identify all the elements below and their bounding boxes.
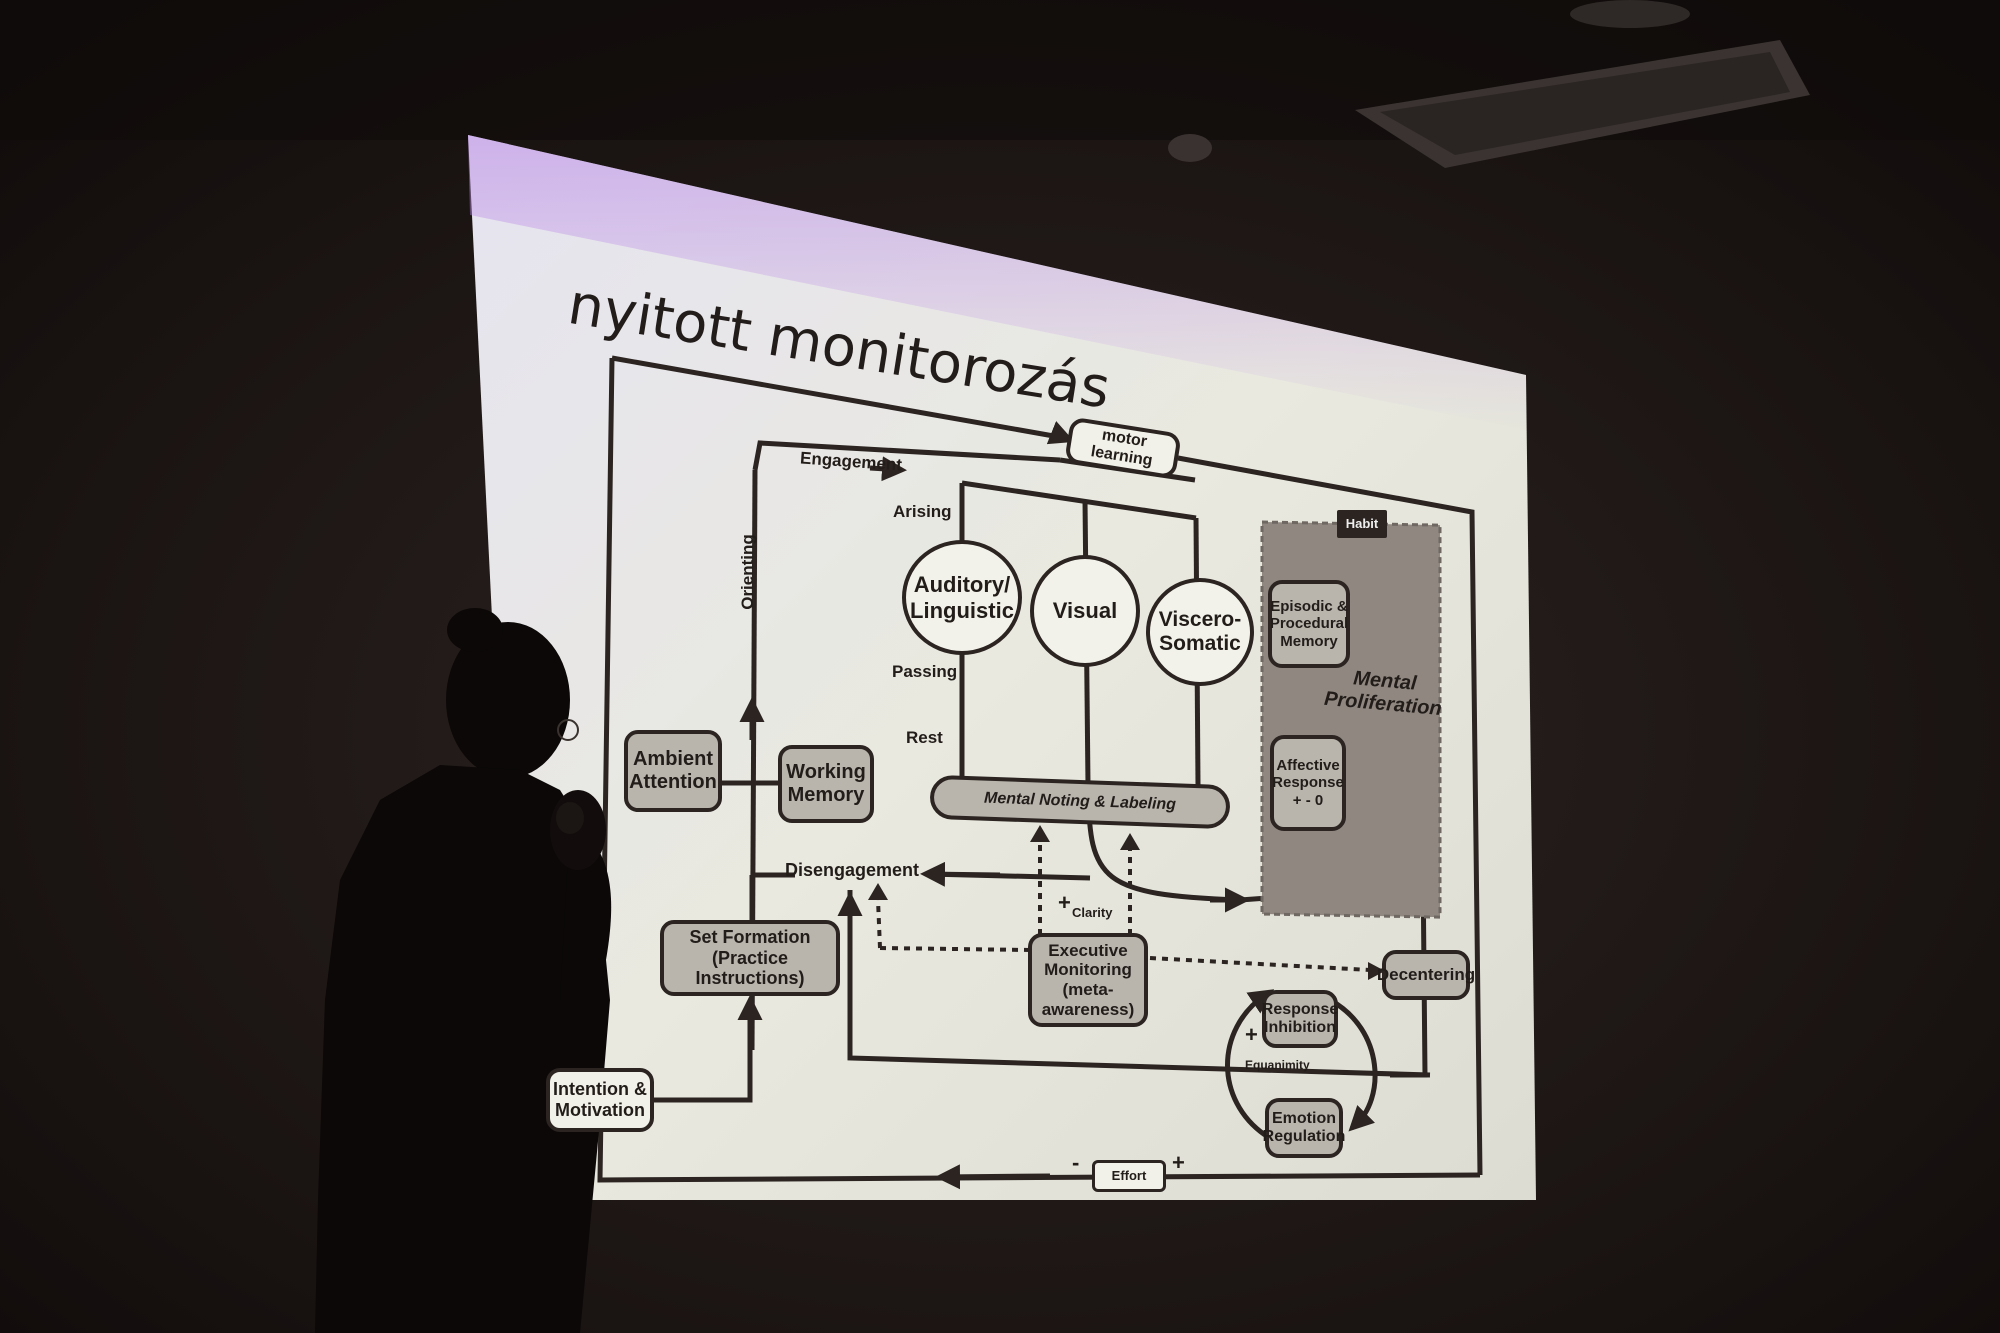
viscero-somatic-node: Viscero- Somatic — [1146, 578, 1254, 686]
decentering-node: Decentering — [1377, 950, 1475, 1000]
equanimity-plus-label: + — [1245, 1022, 1258, 1047]
diagram-connectors — [597, 355, 1483, 1190]
presenter-glasses — [557, 719, 579, 741]
effort-node: Effort — [1092, 1160, 1166, 1192]
response-inhibition-node: Response Inhibition — [1262, 990, 1338, 1048]
diagram-dotted-connectors — [876, 840, 1371, 972]
episodic-procedural-memory-node: Episodic & Procedural Memory — [1268, 580, 1350, 668]
presenter-silhouette — [315, 608, 612, 1333]
working-memory-node: Working Memory — [778, 745, 874, 823]
emotion-regulation-node: Emotion Regulation — [1263, 1098, 1345, 1158]
auditory-linguistic-node: Auditory/ Linguistic — [902, 540, 1022, 655]
executive-monitoring-node: Executive Monitoring (meta-awareness) — [1028, 933, 1148, 1027]
ceiling-light — [1570, 0, 1690, 28]
clarity-plus-label: + — [1058, 890, 1071, 915]
effort-plus-label: + — [1172, 1150, 1185, 1175]
effort-minus-label: - — [1072, 1150, 1080, 1175]
smoke-detector — [1168, 134, 1212, 162]
intention-motivation-node: Intention & Motivation — [546, 1068, 654, 1132]
orienting-label: Orienting — [737, 534, 757, 610]
ambient-attention-node: Ambient Attention — [624, 730, 722, 812]
arising-label: Arising — [893, 502, 952, 521]
equanimity-label: Equanimity — [1245, 1058, 1310, 1072]
clarity-label: Clarity — [1072, 905, 1113, 920]
set-formation-node: Set Formation (Practice Instructions) — [660, 920, 840, 996]
habit-label: Habit — [1337, 510, 1387, 538]
affective-response-node: Affective Response + - 0 — [1270, 735, 1346, 831]
ceiling-vent-grille — [1380, 52, 1790, 155]
passing-label: Passing — [892, 662, 958, 681]
disengagement-label: Disengagement — [785, 860, 920, 880]
visual-node: Visual — [1030, 555, 1140, 667]
diagram-arrowheads — [868, 825, 1385, 980]
rest-label: Rest — [906, 728, 943, 747]
screen-tint — [468, 135, 1526, 430]
